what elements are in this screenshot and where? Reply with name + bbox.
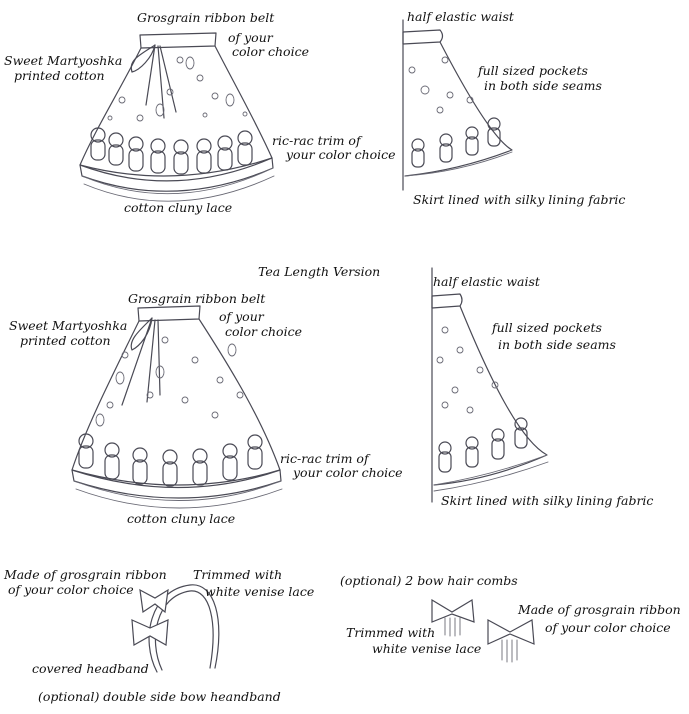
tea-belt-label-line3: color choice xyxy=(225,324,302,339)
headband-drawing xyxy=(131,584,220,673)
headband-trim-line2: white venise lace xyxy=(205,584,315,599)
fabric-label-line1: Sweet Martyoshka xyxy=(4,53,123,68)
tea-side-matryoshka-row xyxy=(438,417,528,473)
comb-teeth-2 xyxy=(501,639,518,663)
tea-skirt-side-drawing xyxy=(431,267,549,503)
elastic-waistband xyxy=(402,29,444,45)
skirt-side-drawing xyxy=(402,19,513,191)
headband-band xyxy=(148,584,220,673)
tea-length-title: Tea Length Version xyxy=(258,264,381,279)
tea-side-pockets-label-line2: in both side seams xyxy=(498,337,616,352)
fabric-label-line2: printed cotton xyxy=(14,68,105,83)
headband-base-label: covered headband xyxy=(32,661,149,676)
tea-cluny-lace xyxy=(73,480,283,509)
belt-label-line3: color choice xyxy=(232,44,309,59)
side-pockets-label-line1: full sized pockets xyxy=(478,63,588,78)
side-pockets-label-line2: in both side seams xyxy=(484,78,602,93)
tea-skirt-front-drawing xyxy=(71,305,283,509)
side-print-motifs xyxy=(408,56,474,114)
tea-elastic-waistband xyxy=(431,293,463,309)
tea-print-motifs xyxy=(95,336,244,427)
comb-teeth-1 xyxy=(444,617,461,637)
upper-bow xyxy=(139,588,169,614)
hair-combs-material-line1: Made of grosgrain ribbon xyxy=(518,602,681,617)
side-skirt-body xyxy=(404,41,513,177)
belt-bow-loop xyxy=(130,44,156,73)
headband-trim-line1: Trimmed with xyxy=(193,567,283,582)
tea-fabric-label-line2: printed cotton xyxy=(20,333,111,348)
tea-side-lace xyxy=(433,454,549,492)
headband-band-inner xyxy=(154,590,214,671)
belt-label-line1: Grosgrain ribbon belt xyxy=(137,10,275,25)
trim-label-line1: ric-rac trim of xyxy=(272,133,361,148)
comb-bow-1 xyxy=(431,598,475,623)
hair-combs-trim-line2: white venise lace xyxy=(372,641,482,656)
hair-combs-caption: (optional) 2 bow hair combs xyxy=(340,573,518,588)
headband-material-line1: Made of grosgrain ribbon xyxy=(4,567,167,582)
tea-side-lining-label: Skirt lined with silky lining fabric xyxy=(441,493,654,508)
hair-combs-material-line2: of your color choice xyxy=(545,620,671,635)
side-lining-label: Skirt lined with silky lining fabric xyxy=(413,192,626,207)
hair-combs-trim-line1: Trimmed with xyxy=(346,625,436,640)
tea-side-print-motifs xyxy=(436,326,499,414)
tea-side-pockets-label-line1: full sized pockets xyxy=(492,320,602,335)
trim-label-line2: your color choice xyxy=(286,147,396,162)
tea-side-waist-label: half elastic waist xyxy=(433,274,540,289)
tea-belt-label-line1: Grosgrain ribbon belt xyxy=(128,291,266,306)
tea-skirt-body xyxy=(71,318,281,486)
side-waist-label: half elastic waist xyxy=(407,9,514,24)
tea-fabric-label-line1: Sweet Martyoshka xyxy=(9,318,128,333)
tea-lace-label: cotton cluny lace xyxy=(127,511,236,526)
tea-matryoshka-row xyxy=(78,433,263,487)
ricrac-trim xyxy=(79,157,274,192)
tea-waistband xyxy=(137,305,201,322)
tea-side-skirt-body xyxy=(433,305,548,486)
cluny-lace xyxy=(81,167,275,202)
matryoshka-row xyxy=(90,127,253,175)
side-matryoshka-row xyxy=(411,117,501,168)
lower-bow xyxy=(131,619,169,646)
skirt-body xyxy=(79,45,273,177)
belt-label-line2: of your xyxy=(228,30,273,45)
side-hem-scallop xyxy=(404,151,513,177)
waistband xyxy=(139,32,217,49)
tea-trim-label-line1: ric-rac trim of xyxy=(280,451,369,466)
tea-belt-bow-tails xyxy=(121,317,161,406)
headband-material-line2: of your color choice xyxy=(8,582,134,597)
tea-trim-label-line2: your color choice xyxy=(293,465,403,480)
hair-combs-drawing xyxy=(431,598,535,663)
tea-belt-bow-loop xyxy=(130,317,153,351)
lace-label: cotton cluny lace xyxy=(124,200,233,215)
headband-caption: (optional) double side bow heandband xyxy=(38,689,281,704)
comb-bow-2 xyxy=(487,618,535,645)
print-motifs xyxy=(107,56,248,122)
tea-belt-label-line2: of your xyxy=(219,309,264,324)
skirt-front-drawing xyxy=(79,32,275,202)
